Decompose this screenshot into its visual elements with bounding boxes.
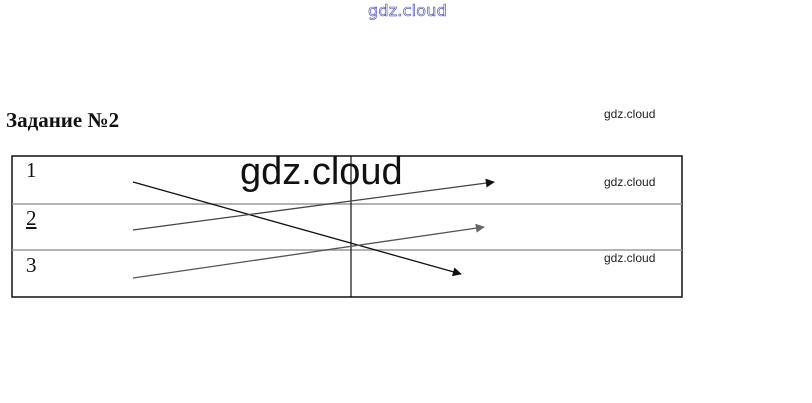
watermark-top: gdz.cloud [368,1,447,21]
arrow-1-to-3 [132,181,462,277]
watermark-small: gdz.cloud [604,107,656,121]
task-title: Задание №2 [6,108,120,132]
table-frame [11,155,683,298]
watermark-big: gdz.cloud [240,151,403,193]
arrow-3-to-2 [132,223,485,279]
row-number: 2 [26,206,37,230]
watermark-small: gdz.cloud [604,251,656,265]
row-number: 3 [26,253,37,277]
row-number: 1 [26,158,37,182]
arrow-2-to-1 [132,178,495,231]
watermark-small: gdz.cloud [604,175,656,189]
